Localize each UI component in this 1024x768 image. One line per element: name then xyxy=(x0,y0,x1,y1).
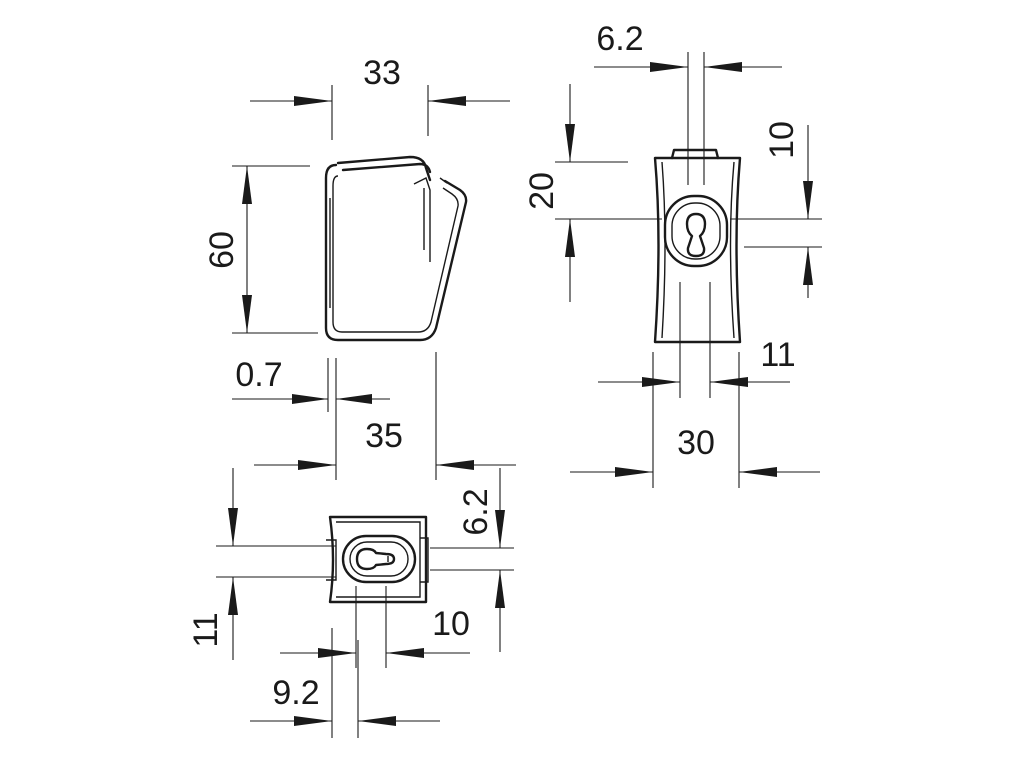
front-view: 6.2 20 10 xyxy=(523,20,822,488)
dim-width-bottom: 35 xyxy=(254,352,516,480)
dim-slot-spacing-label: 11 xyxy=(760,336,795,374)
dim-hole-height: 10 xyxy=(730,121,822,298)
dim-offset: 9.2 xyxy=(250,628,440,738)
top-view: 6.2 11 10 xyxy=(187,468,514,738)
dim-hole-height-label: 10 xyxy=(763,121,801,159)
dim-height-label: 60 xyxy=(203,231,241,269)
keyhole-icon xyxy=(663,194,729,268)
dim-top-to-hole-label: 20 xyxy=(523,172,561,210)
dim-overall-width: 30 xyxy=(570,352,820,488)
dim-top-slot-width: 6.2 xyxy=(430,468,514,652)
dim-slot-length: 10 xyxy=(280,586,470,668)
dim-sheet-thickness-label: 0.7 xyxy=(235,356,282,394)
dim-slot-width: 6.2 xyxy=(594,20,782,185)
side-view: 33 60 0.7 35 xyxy=(203,54,516,480)
dim-height: 60 xyxy=(203,165,318,334)
dim-width-top-label: 33 xyxy=(363,54,401,92)
dim-width-bottom-label: 35 xyxy=(365,417,403,455)
dim-sheet-thickness: 0.7 xyxy=(232,356,390,412)
dim-side-height-label: 11 xyxy=(187,612,225,647)
side-view-profile xyxy=(324,155,468,342)
dim-overall-width-label: 30 xyxy=(677,424,715,462)
dim-slot-width-label: 6.2 xyxy=(596,20,643,58)
top-view-body xyxy=(326,515,429,604)
dim-side-height: 11 xyxy=(187,468,336,660)
dim-offset-label: 9.2 xyxy=(272,674,319,712)
slot-icon xyxy=(341,534,417,584)
dim-top-to-hole: 20 xyxy=(523,84,662,302)
dim-slot-length-label: 10 xyxy=(432,605,470,643)
dim-width-top: 33 xyxy=(250,54,510,140)
dim-top-slot-width-label: 6.2 xyxy=(457,488,495,535)
dim-slot-spacing: 11 xyxy=(598,282,796,398)
front-view-body xyxy=(653,148,742,344)
